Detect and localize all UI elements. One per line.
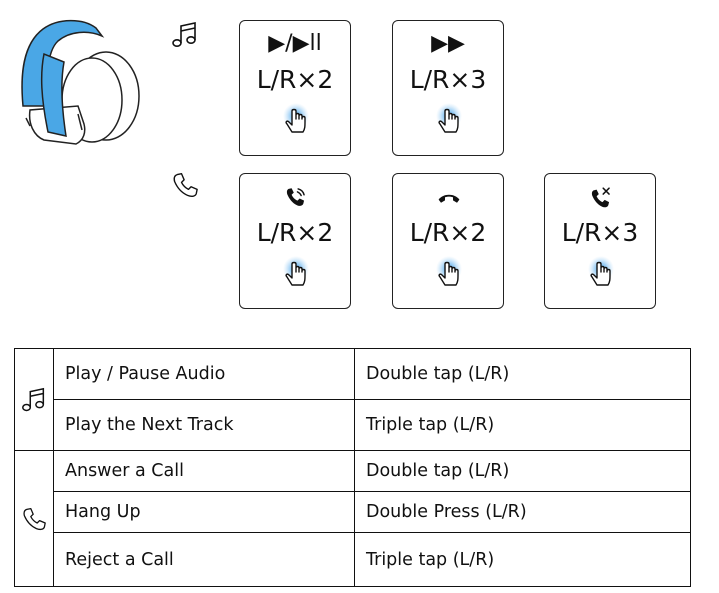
music-note-icon [20,386,48,414]
card-play-pause: ▶/▶ll L/R×2 [239,20,351,156]
next-track-symbol: ▶▶ [431,31,465,56]
controls-table: Play / Pause Audio Double tap (L/R) Play… [14,348,691,587]
finger-tap-icon [429,254,469,294]
table-row: Play / Pause Audio Double tap (L/R) [14,348,691,451]
table-row: Hang Up Double Press (L/R) [15,491,691,533]
gesture-cell: Double Press (L/R) [354,491,691,533]
table-row: Answer a Call Double tap (L/R) [14,450,691,587]
card-label: L/R×2 [256,65,334,94]
play-pause-symbol: ▶/▶ll [268,31,322,56]
phone-icon [172,172,198,198]
card-label: L/R×2 [256,218,334,247]
card-answer-call: L/R×2 [239,173,351,309]
call-category-cell [14,450,54,587]
music-category-cell [14,348,54,451]
gesture-cell: Double tap (L/R) [354,348,691,400]
answer-call-icon [286,188,305,206]
action-cell: Hang Up [53,491,355,533]
reject-call-icon [591,187,610,208]
finger-tap-icon [276,254,316,294]
phone-icon [22,507,46,531]
action-cell: Answer a Call [53,450,355,492]
gesture-cell: Triple tap (L/R) [354,532,691,587]
action-cell: Play the Next Track [53,399,355,451]
table-row: Play the Next Track Triple tap (L/R) [15,399,691,451]
action-cell: Reject a Call [53,532,355,587]
card-next-track: ▶▶ L/R×3 [392,20,504,156]
card-reject-call: L/R×3 [544,173,656,309]
finger-tap-icon [429,101,469,141]
finger-tap-icon [276,101,316,141]
card-label: L/R×2 [409,218,487,247]
table-row: Reject a Call Triple tap (L/R) [15,532,691,587]
gesture-cell: Double tap (L/R) [354,450,691,492]
action-cell: Play / Pause Audio [53,348,355,400]
finger-tap-icon [581,254,621,294]
card-label: L/R×3 [561,218,639,247]
gesture-cell: Triple tap (L/R) [354,399,691,451]
headphone-illustration [21,19,140,145]
card-hang-up: L/R×2 [392,173,504,309]
card-label: L/R×3 [409,65,487,94]
music-note-icon [170,20,200,50]
hang-up-icon [438,194,460,203]
